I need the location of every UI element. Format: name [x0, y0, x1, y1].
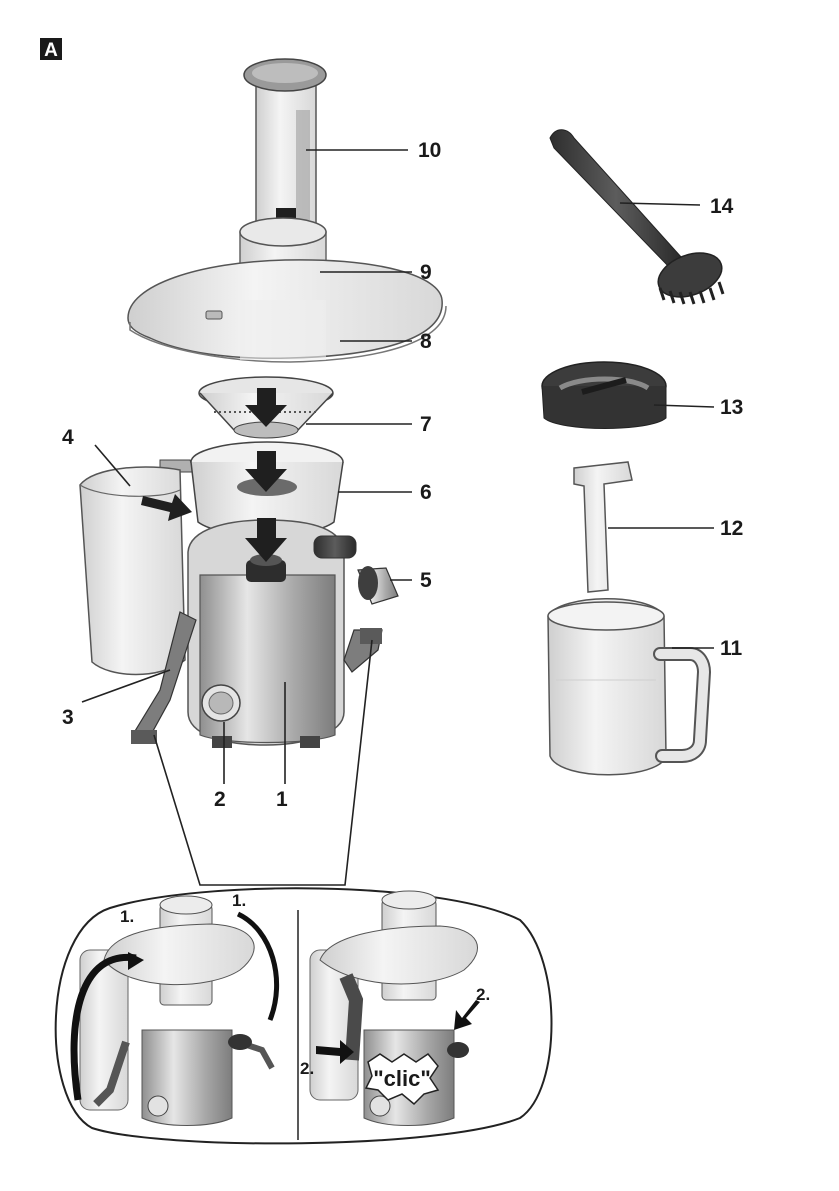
inset-left-step-b: 1. [232, 891, 246, 910]
callout-1: 1 [276, 788, 288, 811]
part-safety-clip-right [344, 628, 382, 672]
inset-right-step-b: 2. [476, 985, 490, 1004]
callout-4: 4 [62, 426, 74, 449]
part-froth-separator [574, 462, 632, 592]
callout-6: 6 [420, 481, 432, 504]
callout-9: 9 [420, 261, 432, 284]
callout-2: 2 [214, 788, 226, 811]
callout-12: 12 [720, 517, 743, 540]
part-jug-lid [542, 362, 666, 429]
figure-marker-label: A [44, 40, 58, 61]
part-pulp-container [80, 467, 185, 675]
detail-inset: 1. 1. "clic" 2. 2. [56, 888, 552, 1143]
callout-7: 7 [420, 413, 432, 436]
inset-clic-label: "clic" [373, 1066, 431, 1091]
callout-14: 14 [710, 195, 734, 218]
callout-5: 5 [420, 569, 432, 592]
callout-10: 10 [418, 139, 441, 162]
callout-13: 13 [720, 396, 743, 419]
callout-8: 8 [420, 330, 432, 353]
part-cleaning-brush [550, 130, 728, 305]
inset-right-step-a: 2. [300, 1059, 314, 1078]
figure-marker: A [40, 38, 62, 61]
inset-left-step-a: 1. [120, 907, 134, 926]
callout-3: 3 [62, 706, 74, 729]
part-lid [128, 260, 446, 362]
callout-11: 11 [720, 637, 743, 660]
part-juice-jug [548, 599, 704, 775]
